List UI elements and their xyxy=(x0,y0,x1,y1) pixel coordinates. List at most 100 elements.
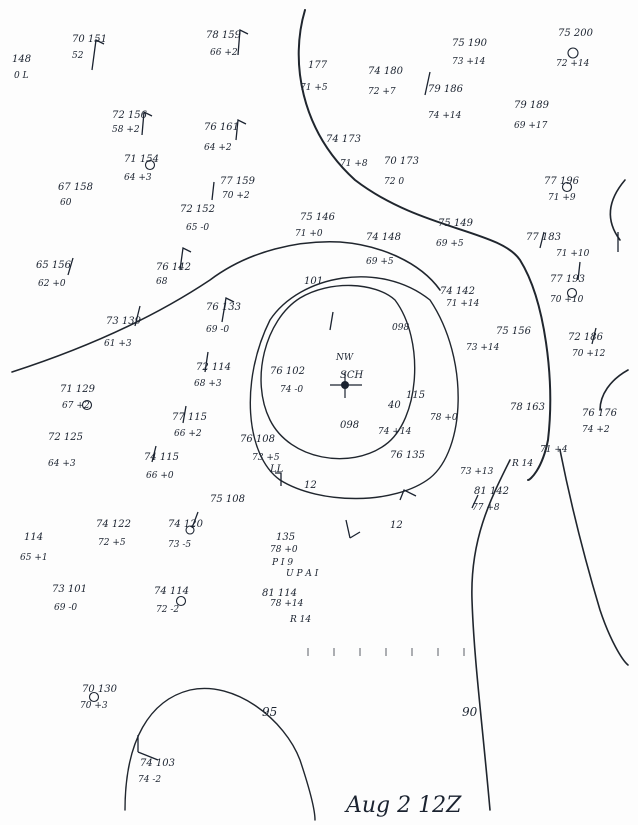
station-s22-bottom: 71 +10 xyxy=(556,249,590,259)
station-s26-bottom: 69 -0 xyxy=(206,325,229,335)
annotation-40: 40 xyxy=(387,400,401,411)
station-s54-top: 115 xyxy=(406,390,425,401)
station-s20-bottom: 69 +5 xyxy=(366,257,394,267)
station-s6-top: 75 190 xyxy=(452,38,488,49)
station-s53-top: 74 103 xyxy=(140,758,175,769)
station-s49-top: 73 101 xyxy=(52,584,87,595)
annotation-r14-a: R 14 xyxy=(289,615,311,625)
station-s15-bottom: 70 +2 xyxy=(222,191,250,201)
station-s53-bottom: 74 -2 xyxy=(138,775,161,785)
station-s37-top: 72 125 xyxy=(48,432,83,443)
station-s13-top: 70 173 xyxy=(384,156,419,167)
station-s12-top: 74 173 xyxy=(326,134,361,145)
station-s50-top: 74 114 xyxy=(154,586,189,597)
contour-east-lower xyxy=(599,369,629,411)
station-s28-bottom: 61 +3 xyxy=(104,339,132,349)
station-s29-bottom: 71 +14 xyxy=(446,299,480,309)
station-s51-top: 81 114 xyxy=(262,588,297,599)
station-s30-top: 75 156 xyxy=(496,326,532,337)
station-s33-bottom: 68 +3 xyxy=(194,379,222,389)
station-s16-bottom: 60 xyxy=(60,198,72,208)
wind-barbs xyxy=(67,28,619,761)
front-line-north xyxy=(297,9,552,481)
station-s2-bottom: 52 xyxy=(72,51,84,61)
station-s39-top: 098 xyxy=(340,420,359,431)
station-s41-top: 74 115 xyxy=(144,452,179,463)
date-stamp: Aug 2 12Z xyxy=(344,793,462,818)
station-s54-bottom: 78 +0 xyxy=(430,413,458,423)
station-s8-bottom: 74 +14 xyxy=(428,111,462,121)
station-s12-bottom: 71 +8 xyxy=(340,159,368,169)
annotation-upai: U P A I xyxy=(286,569,319,579)
station-s19-bottom: 71 +0 xyxy=(295,229,323,239)
contour-label-95: 95 xyxy=(262,705,277,719)
station-s8-top: 79 186 xyxy=(428,84,464,95)
station-s44-top: 81 142 xyxy=(474,486,509,497)
station-s44-bottom: 77 +8 xyxy=(472,503,500,513)
station-s39-bottom: 74 +14 xyxy=(378,427,412,437)
isobar-inner-ring xyxy=(260,284,416,460)
station-s5-top: 74 180 xyxy=(368,66,404,77)
station-s21-bottom: 69 +5 xyxy=(436,239,464,249)
station-s25-bottom: 70 +10 xyxy=(550,295,584,305)
station-s30-bottom: 73 +14 xyxy=(466,343,500,353)
station-s7-bottom: 72 +14 xyxy=(556,59,590,69)
station-s17-top: 72 152 xyxy=(180,204,215,215)
station-s4-top: 177 xyxy=(308,60,328,71)
station-s48-top: 135 xyxy=(276,532,295,543)
map-annotations: 12 12 40 U P A I R 14 P I 9 R 14 SCH NW … xyxy=(269,353,533,625)
station-s17-bottom: 65 -0 xyxy=(186,223,209,233)
station-s32-top: 71 129 xyxy=(60,384,96,395)
station-circles xyxy=(81,47,579,703)
station-s10-bottom: 58 +2 xyxy=(112,125,140,135)
station-s14-top: 71 154 xyxy=(124,154,159,165)
station-s18-bottom: 71 +9 xyxy=(548,193,576,203)
contour-east-edge xyxy=(609,179,626,241)
station-s1-bottom: 0 L xyxy=(14,71,29,81)
station-s29-top: 74 142 xyxy=(440,286,475,297)
station-s26-top: 76 133 xyxy=(206,302,241,313)
station-s50-bottom: 72 -2 xyxy=(156,605,179,615)
station-s52-top: 70 130 xyxy=(82,684,118,695)
station-s37-bottom: 64 +3 xyxy=(48,459,76,469)
contour-east-line xyxy=(559,449,629,666)
station-s20-top: 74 148 xyxy=(366,232,401,243)
station-s47-top: 114 xyxy=(24,532,43,543)
station-s45-bottom: 72 +5 xyxy=(98,538,126,548)
station-s3-top: 78 159 xyxy=(206,30,242,41)
station-s9-bottom: 69 +17 xyxy=(514,121,548,131)
station-s43-top: 75 108 xyxy=(210,494,245,505)
station-s23-top: 65 156 xyxy=(36,260,72,271)
station-s27-top: 101 xyxy=(304,276,323,287)
contour-95-line xyxy=(124,687,316,821)
station-s32-bottom: 67 +2 xyxy=(62,401,90,411)
station-s5-bottom: 72 +7 xyxy=(368,87,396,97)
annotation-12-a: 12 xyxy=(304,480,317,491)
station-s36-top: 77 115 xyxy=(172,412,207,423)
station-s31-top: 72 186 xyxy=(568,332,604,343)
station-s38-top: 76 108 xyxy=(240,434,275,445)
station-s22-top: 77 183 xyxy=(526,232,561,243)
station-s7-top: 75 200 xyxy=(558,28,594,39)
station-s35-bottom: 71 +4 xyxy=(540,445,568,455)
annotation-nw: NW xyxy=(335,353,354,363)
station-s6-bottom: 73 +14 xyxy=(452,57,486,67)
station-s27-bottom: 098 xyxy=(392,323,409,333)
front-line-west xyxy=(11,240,441,373)
station-s24-top: 76 142 xyxy=(156,262,191,273)
station-s11-bottom: 64 +2 xyxy=(204,143,232,153)
station-s42-bottom: 73 +13 xyxy=(460,467,494,477)
annotation-pi9: P I 9 xyxy=(271,558,293,568)
annotation-12-b: 12 xyxy=(390,520,403,531)
station-s51-bottom: 78 +14 xyxy=(270,599,304,609)
station-s38-bottom: 73 +5 xyxy=(252,453,280,463)
station-s24-bottom: 68 xyxy=(156,277,168,287)
station-s10-top: 72 156 xyxy=(112,110,148,121)
station-s13-bottom: 72 0 xyxy=(384,177,404,187)
station-s36-bottom: 66 +2 xyxy=(174,429,202,439)
annotation-ll: LL xyxy=(269,464,284,475)
annotation-r14-b: R 14 xyxy=(511,459,533,469)
station-s3-bottom: 66 +2 xyxy=(210,48,238,58)
